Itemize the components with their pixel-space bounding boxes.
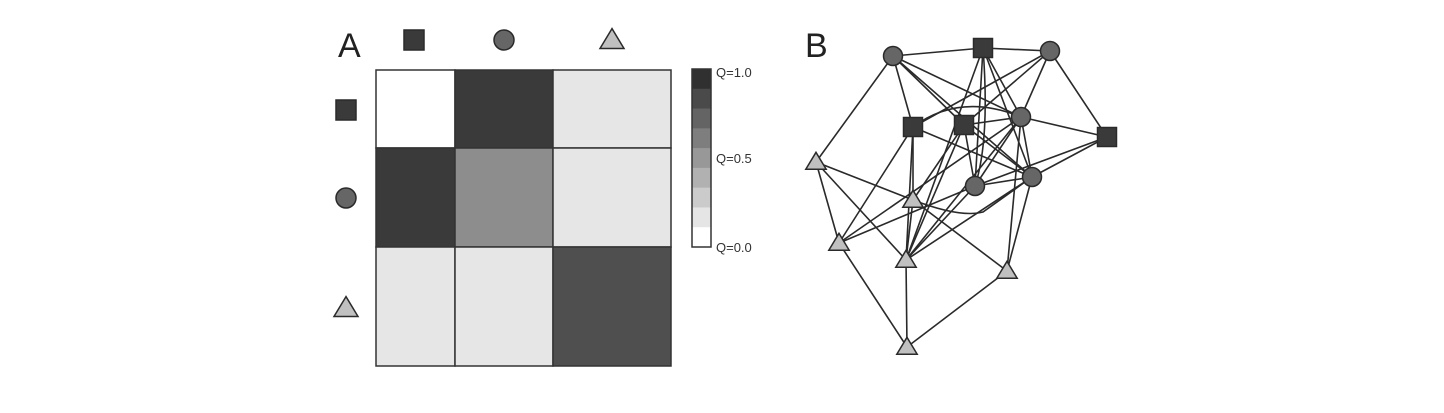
node-square-icon <box>1096 126 1118 148</box>
colorbar-label-mid: Q=0.5 <box>716 151 752 166</box>
node-triangle-icon <box>895 335 919 356</box>
edge-t5-t6 <box>906 270 1008 348</box>
node-circle-icon <box>882 45 904 67</box>
heatmap-cell-square-square <box>375 69 456 149</box>
panel-a-label: A <box>338 27 361 65</box>
heatmap-cell-triangle-square <box>375 246 456 367</box>
edge-c4-t4 <box>905 185 976 261</box>
node-circle-icon <box>1010 106 1032 128</box>
heatmap-cell-triangle-triangle <box>552 246 672 367</box>
row-group-icons <box>332 99 360 318</box>
edge-c5-t4 <box>905 176 1033 261</box>
edge-s1-t4 <box>905 47 984 261</box>
colorbar-step <box>692 148 711 169</box>
edge-s1-c3 <box>982 47 1022 118</box>
colorbar-frame <box>691 68 712 248</box>
circle-icon <box>493 29 515 51</box>
colorbar-step <box>692 187 711 208</box>
edge-s4-c4 <box>974 136 1108 187</box>
node-square-icon <box>972 37 994 59</box>
edge-c5-t5 <box>1006 176 1033 272</box>
colorbar-step <box>692 88 711 110</box>
edge-c2-s4 <box>1049 50 1108 138</box>
node-triangle-icon <box>804 150 828 171</box>
edge-t4-t6 <box>905 259 908 348</box>
edge-c3-t3 <box>838 116 1022 244</box>
edge-c1-s1 <box>892 47 984 57</box>
edge-c3-c4 <box>974 116 1022 187</box>
edge-s2-t4 <box>905 126 914 261</box>
heatmap-cell-circle-circle <box>454 147 554 248</box>
triangle-icon <box>598 27 626 50</box>
edge-t1-t2 <box>815 161 914 201</box>
triangle-icon <box>332 295 360 318</box>
panel-b-label: B <box>805 27 828 65</box>
column-group-icons <box>403 27 626 51</box>
node-square-icon <box>953 114 975 136</box>
edge-c1-s2 <box>892 55 914 128</box>
colorbar-label-min: Q=0.0 <box>716 240 752 255</box>
edge-s2-c5 <box>912 126 1033 178</box>
edge-c1-s3 <box>892 55 965 126</box>
node-triangle-icon <box>901 188 925 209</box>
square-icon <box>335 99 357 121</box>
node-circle-icon <box>1021 166 1043 188</box>
colorbar <box>691 68 712 248</box>
colorbar-step <box>692 167 711 189</box>
edge-t3-t6 <box>838 242 908 348</box>
square-icon <box>403 29 425 51</box>
colorbar-step <box>692 227 711 248</box>
edge-c1-c3 <box>892 55 1022 118</box>
edge-c3-t5 <box>1006 116 1022 272</box>
edge-s1-c4 <box>974 47 987 187</box>
heatmap-cell-circle-square <box>375 147 456 248</box>
node-triangle-icon <box>894 248 918 269</box>
edge-t1-t3 <box>815 161 840 244</box>
edge-c2-c3 <box>1020 50 1051 118</box>
heatmap-cell-triangle-circle <box>454 246 554 367</box>
heatmap-cell-circle-triangle <box>552 147 672 248</box>
edge-s4-c5 <box>1031 136 1108 178</box>
heatmap-cell-square-circle <box>454 69 554 149</box>
edge-s1-c2 <box>982 47 1051 52</box>
edge-c3-t4 <box>905 116 1022 261</box>
edge-c1-t1 <box>815 55 894 163</box>
network-edges <box>815 47 1108 348</box>
edge-t1-t4 <box>815 161 907 261</box>
colorbar-step <box>692 69 711 90</box>
network-nodes <box>804 37 1118 356</box>
colorbar-step <box>692 108 711 129</box>
edge-s3-t4 <box>905 124 965 261</box>
edge-c3-s4 <box>1020 116 1108 138</box>
node-circle-icon <box>964 175 986 197</box>
colorbar-label-max: Q=1.0 <box>716 65 752 80</box>
panel-a: A Q=1.0 Q=0.5 Q=0.0 <box>332 27 752 367</box>
circle-icon <box>335 187 357 209</box>
colorbar-step <box>692 128 711 149</box>
edge-s3-t2 <box>912 124 965 201</box>
node-triangle-icon <box>995 259 1019 280</box>
edge-t2-t5 <box>912 199 1008 272</box>
node-square-icon <box>902 116 924 138</box>
node-triangle-icon <box>827 231 851 252</box>
heatmap-cell-square-triangle <box>552 69 672 149</box>
heatmap-grid <box>375 69 672 367</box>
panel-b: B <box>804 27 1118 356</box>
edge-s1-c4 <box>974 47 984 187</box>
colorbar-step <box>692 207 711 228</box>
node-circle-icon <box>1039 40 1061 62</box>
edge-c2-s3 <box>963 50 1051 126</box>
edge-t2-c5 <box>912 176 1033 215</box>
edge-c4-t3 <box>838 185 976 244</box>
